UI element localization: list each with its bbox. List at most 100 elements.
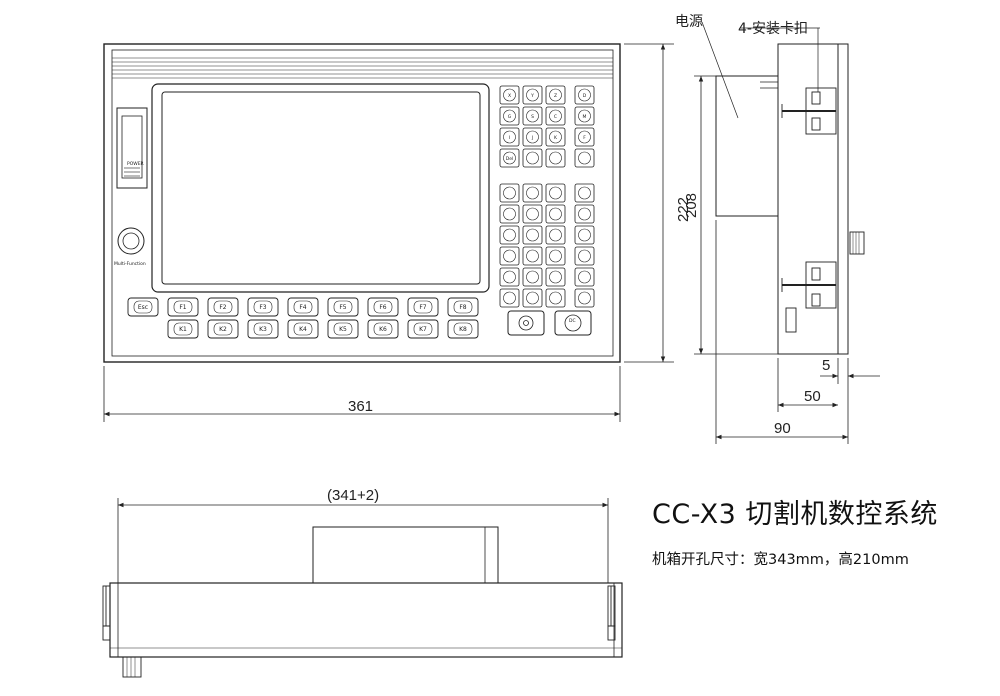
keypad-key [499, 246, 520, 266]
front-view: POWER Multi-Function [103, 43, 621, 363]
knob-label: Multi-Function [114, 261, 146, 267]
keypad-key-label: M [583, 114, 587, 120]
k-key-k4: K4 [287, 319, 319, 339]
upper-mounting-clip-icon [781, 87, 837, 135]
keypad-key: Z [545, 85, 566, 105]
keypad-key [574, 183, 595, 203]
f-key-f1-label: F1 [179, 304, 186, 311]
k-key-k3: K3 [247, 319, 279, 339]
multi-function-knob-icon [117, 227, 145, 255]
keypad-key-label: X [508, 93, 511, 99]
top-left-clip-icon [102, 585, 111, 641]
side-height-label: 208 [683, 193, 700, 218]
dim-90-label: 90 [774, 420, 791, 437]
f-key-f7-label: F7 [419, 304, 426, 311]
keypad-key [545, 267, 566, 287]
keypad-key: S [522, 106, 543, 126]
front-height-label: 222 [675, 197, 692, 222]
side-view [701, 21, 865, 355]
k-key-k1-label: K1 [179, 326, 187, 333]
f-key-f2-label: F2 [219, 304, 226, 311]
top-panel-outline [109, 582, 623, 658]
keypad-key [499, 267, 520, 287]
top-knob-icon [122, 656, 142, 678]
dc-key [554, 310, 592, 336]
keypad-key-label: Z [554, 93, 557, 99]
keypad-key: I [499, 127, 520, 147]
k-key-k3-label: K3 [259, 326, 267, 333]
cutout-size-note: 机箱开孔尺寸：宽343mm，高210mm [652, 552, 909, 568]
keypad-key [574, 204, 595, 224]
keypad-key [545, 288, 566, 308]
keypad-key [574, 267, 595, 287]
f-key-f4-label: F4 [299, 304, 306, 311]
keypad-key: M [574, 106, 595, 126]
f-key-f5: F5 [327, 297, 359, 317]
f-key-f6-label: F6 [379, 304, 386, 311]
top-power-module [312, 526, 499, 584]
keypad-key-label: C [554, 114, 557, 120]
k-key-row: K1 K2 K3 K4 K5 K6 K7 K8 [167, 319, 479, 339]
keypad-key [522, 225, 543, 245]
keypad-key [522, 288, 543, 308]
side-front-plate [837, 43, 849, 355]
side-frame [777, 43, 839, 355]
top-width-dimension [117, 498, 609, 583]
k-key-k6-label: K6 [379, 326, 387, 333]
f-key-f4: F4 [287, 297, 319, 317]
front-panel-inner [111, 49, 614, 357]
k-key-k2-label: K2 [219, 326, 227, 333]
top-right-clip-icon [607, 585, 616, 641]
keypad-key [574, 288, 595, 308]
keypad-key: K [545, 127, 566, 147]
f-key-f8-label: F8 [459, 304, 466, 311]
f-key-f2: F2 [207, 297, 239, 317]
keypad-key [545, 183, 566, 203]
keypad-key [522, 183, 543, 203]
power-switch-text: POWER [127, 161, 144, 167]
keypad-key [522, 267, 543, 287]
lcd-screen-bezel [151, 83, 490, 293]
f-key-f6: F6 [367, 297, 399, 317]
front-width-dimension [103, 366, 621, 422]
keypad-key: Del [499, 148, 520, 168]
f-key-f8: F8 [447, 297, 479, 317]
f-key-esc-label: Esc [138, 304, 148, 311]
keypad-key [522, 148, 543, 168]
f-key-f3: F3 [247, 297, 279, 317]
dim-5-label: 5 [822, 357, 830, 374]
k-key-k5-label: K5 [339, 326, 347, 333]
keypad-key [499, 183, 520, 203]
keypad-key-label: D [583, 93, 587, 99]
top-view [102, 526, 623, 678]
dim-50-label: 50 [804, 388, 821, 405]
keypad-key: G [499, 106, 520, 126]
keypad-key [499, 204, 520, 224]
keypad-key-label: I [509, 135, 510, 141]
f-key-f3-label: F3 [259, 304, 266, 311]
keypad-key-label: K [554, 135, 558, 141]
keypad-key [499, 288, 520, 308]
side-body [715, 75, 779, 217]
keypad-key-label: S [531, 114, 534, 120]
keypad-key [522, 204, 543, 224]
keypad-key-label: Del [506, 156, 513, 162]
k-key-k6: K6 [367, 319, 399, 339]
k-key-k4-label: K4 [299, 326, 307, 333]
f-key-row: Esc F1 F2 F3 F4 F5 F6 F7 F8 [127, 297, 479, 317]
f-key-f7: F7 [407, 297, 439, 317]
k-key-k1: K1 [167, 319, 199, 339]
keypad-key: C [545, 106, 566, 126]
keypad-key-label: Y [530, 93, 534, 99]
keypad-key [574, 148, 595, 168]
side-knob-icon [849, 231, 865, 255]
keypad-key-label: F [583, 135, 586, 141]
k-key-k7-label: K7 [419, 326, 427, 333]
f-key-f1: F1 [167, 297, 199, 317]
k-key-k7: K7 [407, 319, 439, 339]
lcd-screen [161, 91, 481, 285]
keypad-key-label: J [531, 135, 533, 141]
k-key-k8-label: K8 [459, 326, 467, 333]
keypad-key [522, 246, 543, 266]
keypad-key [574, 246, 595, 266]
